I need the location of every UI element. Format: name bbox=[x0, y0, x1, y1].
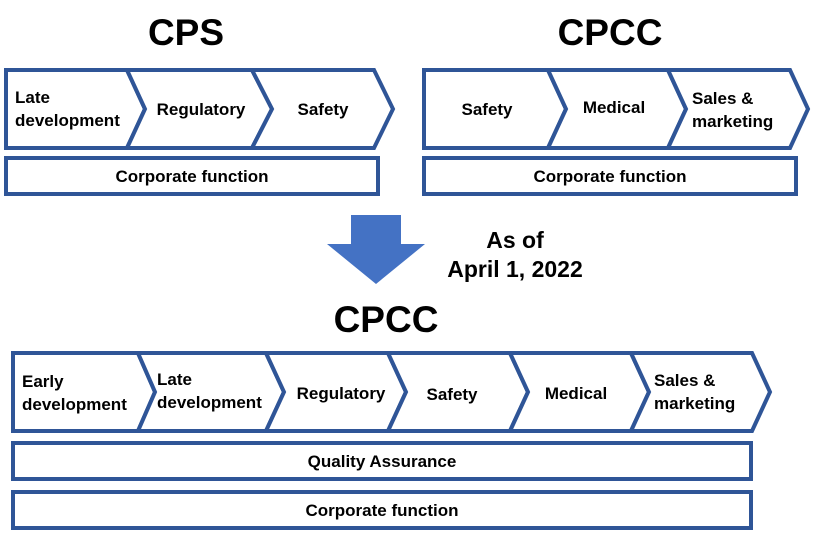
cpcc-step-label-sales-marketing: Sales & marketing bbox=[692, 89, 774, 131]
new-chevron-sales-marketing bbox=[627, 351, 773, 433]
cpcc-title-before: CPCC bbox=[557, 12, 663, 53]
cpcc-corporate-function-label: Corporate function bbox=[533, 167, 687, 186]
new-corporate-function-label: Corporate function bbox=[305, 501, 459, 520]
new-step-label-regulatory: Regulatory bbox=[296, 384, 386, 403]
new-quality-assurance-bar bbox=[11, 441, 753, 481]
cps-step-label-safety: Safety bbox=[297, 100, 349, 119]
cpcc-title-after: CPCC bbox=[333, 299, 439, 340]
cpcc-step-label-medical: Medical bbox=[582, 98, 646, 117]
cps-step-label-regulatory: Regulatory bbox=[156, 100, 246, 119]
cps-corporate-function-label: Corporate function bbox=[115, 167, 269, 186]
cpcc-step-label-safety: Safety bbox=[461, 100, 513, 119]
new-step-label-late-development: Late development bbox=[157, 370, 262, 412]
transition-note-line2: April 1, 2022 bbox=[447, 256, 583, 282]
new-step-label-sales-marketing: Sales & marketing bbox=[654, 371, 736, 413]
new-quality-assurance-label: Quality Assurance bbox=[307, 452, 457, 471]
cps-chevron-safety bbox=[248, 68, 396, 150]
new-step-label-medical: Medical bbox=[544, 384, 608, 403]
new-corporate-function-bar bbox=[11, 490, 753, 530]
cps-step-label-late-development: Late development bbox=[15, 88, 120, 130]
cps-title: CPS bbox=[147, 12, 225, 53]
new-step-label-early-development: Early development bbox=[22, 372, 127, 414]
cpcc-corporate-function-bar bbox=[422, 156, 798, 196]
cps-corporate-function-bar bbox=[4, 156, 380, 196]
down-arrow-icon bbox=[327, 215, 425, 284]
new-step-label-safety: Safety bbox=[426, 385, 478, 404]
cpcc-chevron-sales-marketing bbox=[664, 68, 811, 150]
transition-note-line1: As of bbox=[486, 227, 544, 253]
